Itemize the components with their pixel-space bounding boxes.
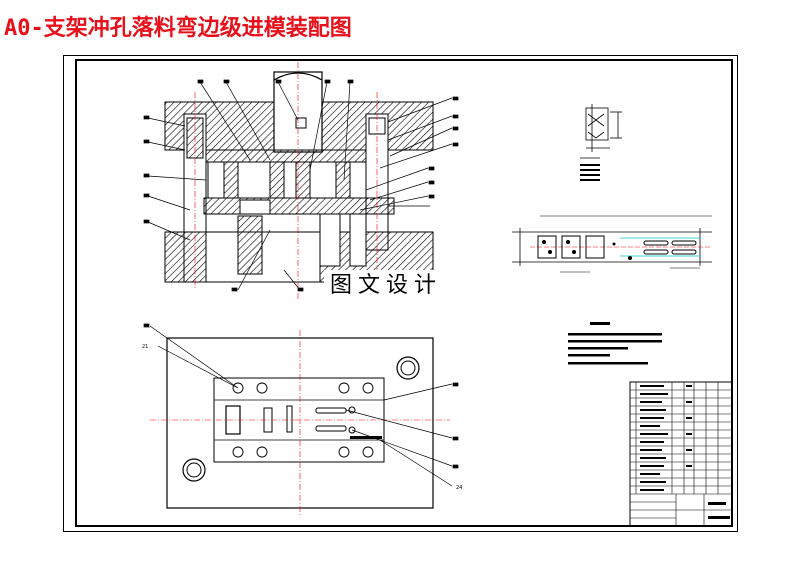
- watermark: 图文设计: [324, 270, 449, 302]
- plan-label-21: 21: [142, 344, 148, 350]
- title-block: [629, 381, 733, 527]
- page-title: A0-支架冲孔落料弯边级进模装配图: [4, 16, 352, 41]
- lower-die-plan-view: 21 24: [142, 323, 462, 515]
- strip-layout: [512, 215, 712, 273]
- inner-frame: [75, 59, 733, 527]
- assembly-front-section-view: [143, 62, 459, 300]
- part-drawing: [580, 104, 622, 181]
- technical-requirements: [568, 322, 662, 365]
- plan-label-24: 24: [456, 485, 462, 491]
- punch-holder: [203, 149, 383, 163]
- die-plate: [203, 197, 395, 215]
